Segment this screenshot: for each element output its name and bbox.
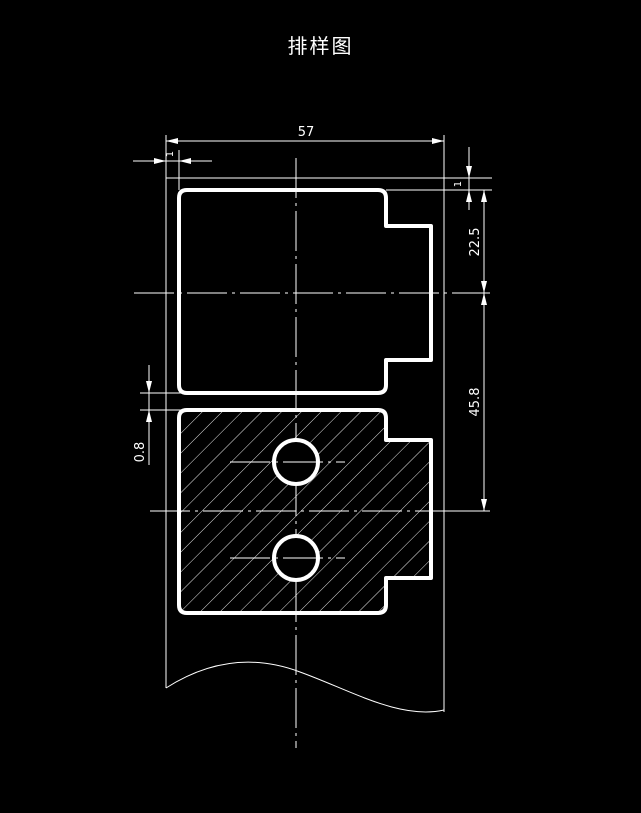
dim-left-edge-gap: 1 (165, 151, 176, 157)
dim-top-edge-gap: 1 (453, 181, 464, 187)
blank-outline-2 (177, 408, 433, 615)
dim-part-gap: 0.8 (133, 442, 148, 463)
dim-strip-width: 57 (298, 125, 315, 140)
blank-hatching (179, 410, 431, 613)
strip-break-line (165, 661, 445, 713)
blank-outline-1 (177, 188, 433, 395)
dim-first-offset: 22.5 (468, 228, 483, 257)
page-title: 排样图 (287, 34, 354, 58)
dim-pitch: 45.8 (468, 388, 483, 417)
